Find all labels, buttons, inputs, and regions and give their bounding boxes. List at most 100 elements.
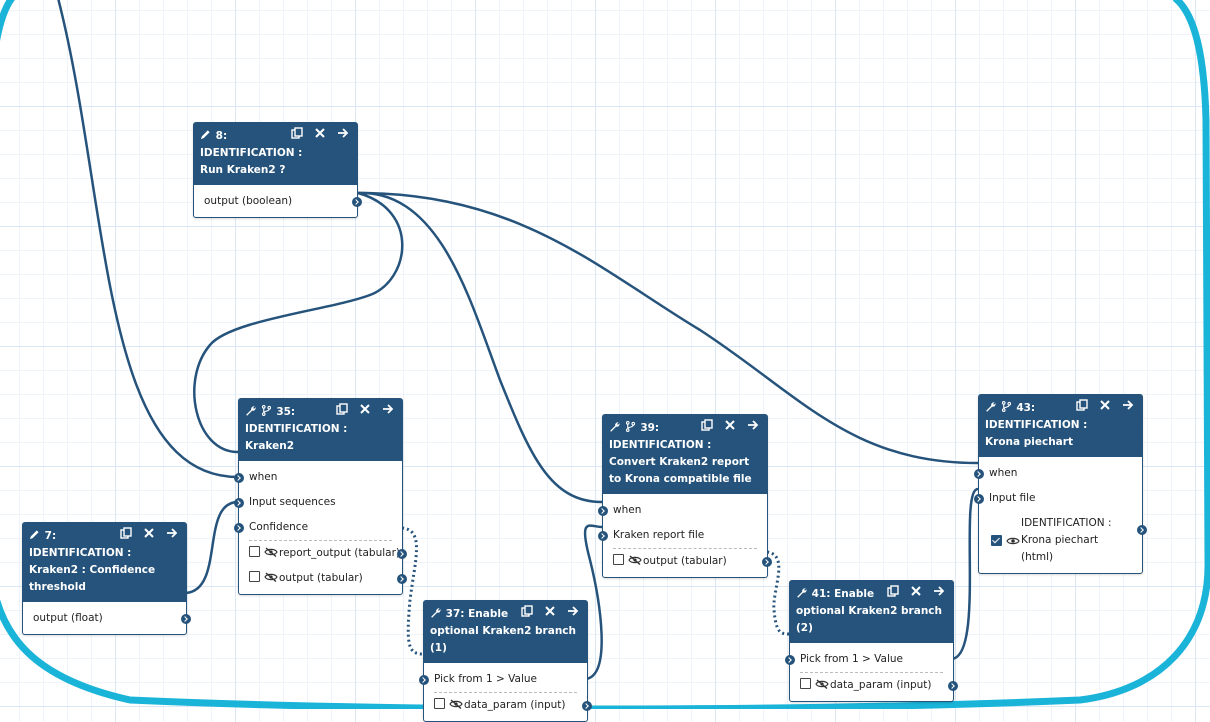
node-37-input-pick-label: Pick from 1 > Value [434, 673, 537, 685]
divider [800, 672, 943, 673]
node-43-output-line1: IDENTIFICATION : [1021, 517, 1112, 529]
node-7-output-terminal[interactable] [181, 613, 191, 624]
node-37-header[interactable]: 37: Enable optional Kraken2 branch (1) [424, 601, 587, 663]
node-35-input-sequences-label: Input sequences [249, 496, 336, 508]
node-43-input-file: Input file [974, 486, 1142, 511]
copy-icon[interactable] [701, 419, 713, 431]
output-checkbox-checked[interactable] [991, 535, 1002, 546]
copy-icon[interactable] [336, 403, 348, 415]
node-7-header[interactable]: 7: IDENTIFICATION : Kraken2 : Confidence… [23, 523, 186, 602]
eye-slash-icon[interactable] [264, 572, 278, 582]
node-41-output-data-param: data_param (input) [790, 673, 958, 698]
node-43-input-file-label: Input file [989, 492, 1036, 504]
node-35-input-confidence: Confidence [234, 515, 402, 540]
node-37-pick-terminal[interactable] [419, 674, 429, 685]
node-39-when-terminal[interactable] [598, 505, 608, 516]
node-35-when-terminal[interactable] [234, 472, 244, 483]
eye-icon[interactable] [1006, 536, 1020, 546]
node-41-enable-branch-2[interactable]: 41: Enable optional Kraken2 branch (2) P… [785, 580, 958, 702]
node-41-input-pick: Pick from 1 > Value [785, 647, 953, 672]
eye-slash-icon[interactable] [815, 679, 829, 689]
node-43-id: 43: [1016, 402, 1036, 414]
output-checkbox[interactable] [800, 678, 811, 689]
node-43-output-terminal[interactable] [1137, 525, 1147, 535]
output-checkbox[interactable] [249, 546, 260, 557]
node-8-header[interactable]: 8: IDENTIFICATION : Run Kraken2 ? [194, 123, 357, 185]
node-43-input-file-terminal[interactable] [974, 493, 984, 504]
copy-icon[interactable] [521, 605, 533, 617]
close-icon[interactable] [544, 605, 556, 617]
arrow-right-icon[interactable] [382, 403, 394, 415]
arrow-right-icon[interactable] [747, 419, 759, 431]
arrow-right-icon[interactable] [933, 585, 945, 597]
node-35-output-tabular-label: output (tabular) [279, 572, 363, 584]
connection-8-to-35-when [193, 191, 404, 454]
arrow-right-icon[interactable] [166, 527, 178, 539]
node-39-input-report-label: Kraken report file [613, 529, 705, 541]
copy-icon[interactable] [291, 127, 303, 139]
node-43-input-when: when [974, 461, 1142, 486]
copy-icon[interactable] [887, 585, 899, 597]
eye-slash-icon[interactable] [264, 547, 278, 557]
copy-icon[interactable] [120, 527, 132, 539]
node-35-report-terminal[interactable] [397, 548, 407, 559]
copy-icon[interactable] [1076, 399, 1088, 411]
node-43-header[interactable]: 43: IDENTIFICATION : Krona piechart [979, 395, 1142, 457]
node-41-header[interactable]: 41: Enable optional Kraken2 branch (2) [790, 581, 953, 643]
node-43-input-when-label: when [989, 467, 1018, 479]
node-41-id: 41: Enable [811, 588, 875, 600]
node-8-output-terminal[interactable] [352, 196, 362, 207]
node-39-title: IDENTIFICATION : Convert Kraken2 report … [609, 439, 752, 485]
close-icon[interactable] [910, 585, 922, 597]
node-35-header[interactable]: 35: IDENTIFICATION : Kraken2 [239, 399, 402, 461]
node-39-output-tabular: output (tabular) [603, 549, 772, 574]
close-icon[interactable] [314, 127, 326, 139]
node-39-convert-kraken2-report[interactable]: 39: IDENTIFICATION : Convert Kraken2 rep… [598, 414, 772, 578]
node-43-krona-piechart[interactable]: 43: IDENTIFICATION : Krona piechart when… [974, 394, 1147, 574]
output-checkbox[interactable] [613, 554, 624, 565]
node-7-output: output (float) [23, 606, 191, 631]
node-41-pick-terminal[interactable] [785, 654, 795, 665]
node-8-run-kraken2[interactable]: 8: IDENTIFICATION : Run Kraken2 ? output… [193, 122, 362, 218]
node-43-when-terminal[interactable] [974, 468, 984, 479]
output-checkbox[interactable] [249, 571, 260, 582]
node-37-output-terminal[interactable] [582, 700, 592, 711]
node-39-output-terminal[interactable] [762, 556, 772, 567]
node-39-header[interactable]: 39: IDENTIFICATION : Convert Kraken2 rep… [603, 415, 767, 494]
eye-slash-icon[interactable] [628, 555, 642, 565]
node-39-report-file-terminal[interactable] [598, 530, 608, 541]
connection-8-to-43-when [357, 191, 979, 465]
node-35-output-report: report_output (tabular) [239, 541, 407, 566]
node-37-enable-branch-1[interactable]: 37: Enable optional Kraken2 branch (1) P… [419, 600, 592, 722]
arrow-right-icon[interactable] [567, 605, 579, 617]
node-39-output-label: output (tabular) [643, 555, 727, 567]
wrench-icon [245, 405, 256, 416]
close-icon[interactable] [1099, 399, 1111, 411]
wrench-icon [796, 587, 807, 598]
node-43-output-krona-html: IDENTIFICATION : Krona piechart (html) [979, 511, 1147, 570]
wrench-icon [430, 607, 441, 618]
node-41-output-label: data_param (input) [830, 679, 932, 691]
node-35-kraken2[interactable]: 35: IDENTIFICATION : Kraken2 when Input … [234, 398, 407, 595]
node-43-output-line3: (html) [1021, 551, 1054, 563]
arrow-right-icon[interactable] [337, 127, 349, 139]
node-8-output-label: output (boolean) [204, 195, 293, 207]
node-35-input-sequences-terminal[interactable] [234, 497, 244, 508]
node-7-confidence-threshold[interactable]: 7: IDENTIFICATION : Kraken2 : Confidence… [22, 522, 191, 635]
output-checkbox[interactable] [434, 698, 445, 709]
node-41-output-terminal[interactable] [948, 680, 958, 691]
wrench-icon [609, 421, 620, 432]
node-35-output-terminal[interactable] [397, 573, 407, 584]
connection-37-to-39-kraken-report [583, 524, 603, 681]
node-35-input-sequences: Input sequences [234, 490, 402, 515]
arrow-right-icon[interactable] [1122, 399, 1134, 411]
close-icon[interactable] [724, 419, 736, 431]
eye-slash-icon[interactable] [449, 699, 463, 709]
node-37-title: optional Kraken2 branch (1) [430, 625, 576, 654]
node-39-input-report-file: Kraken report file [598, 523, 767, 548]
node-35-input-confidence-label: Confidence [249, 521, 309, 533]
node-35-confidence-terminal[interactable] [234, 522, 244, 533]
close-icon[interactable] [359, 403, 371, 415]
divider [613, 548, 757, 549]
close-icon[interactable] [143, 527, 155, 539]
